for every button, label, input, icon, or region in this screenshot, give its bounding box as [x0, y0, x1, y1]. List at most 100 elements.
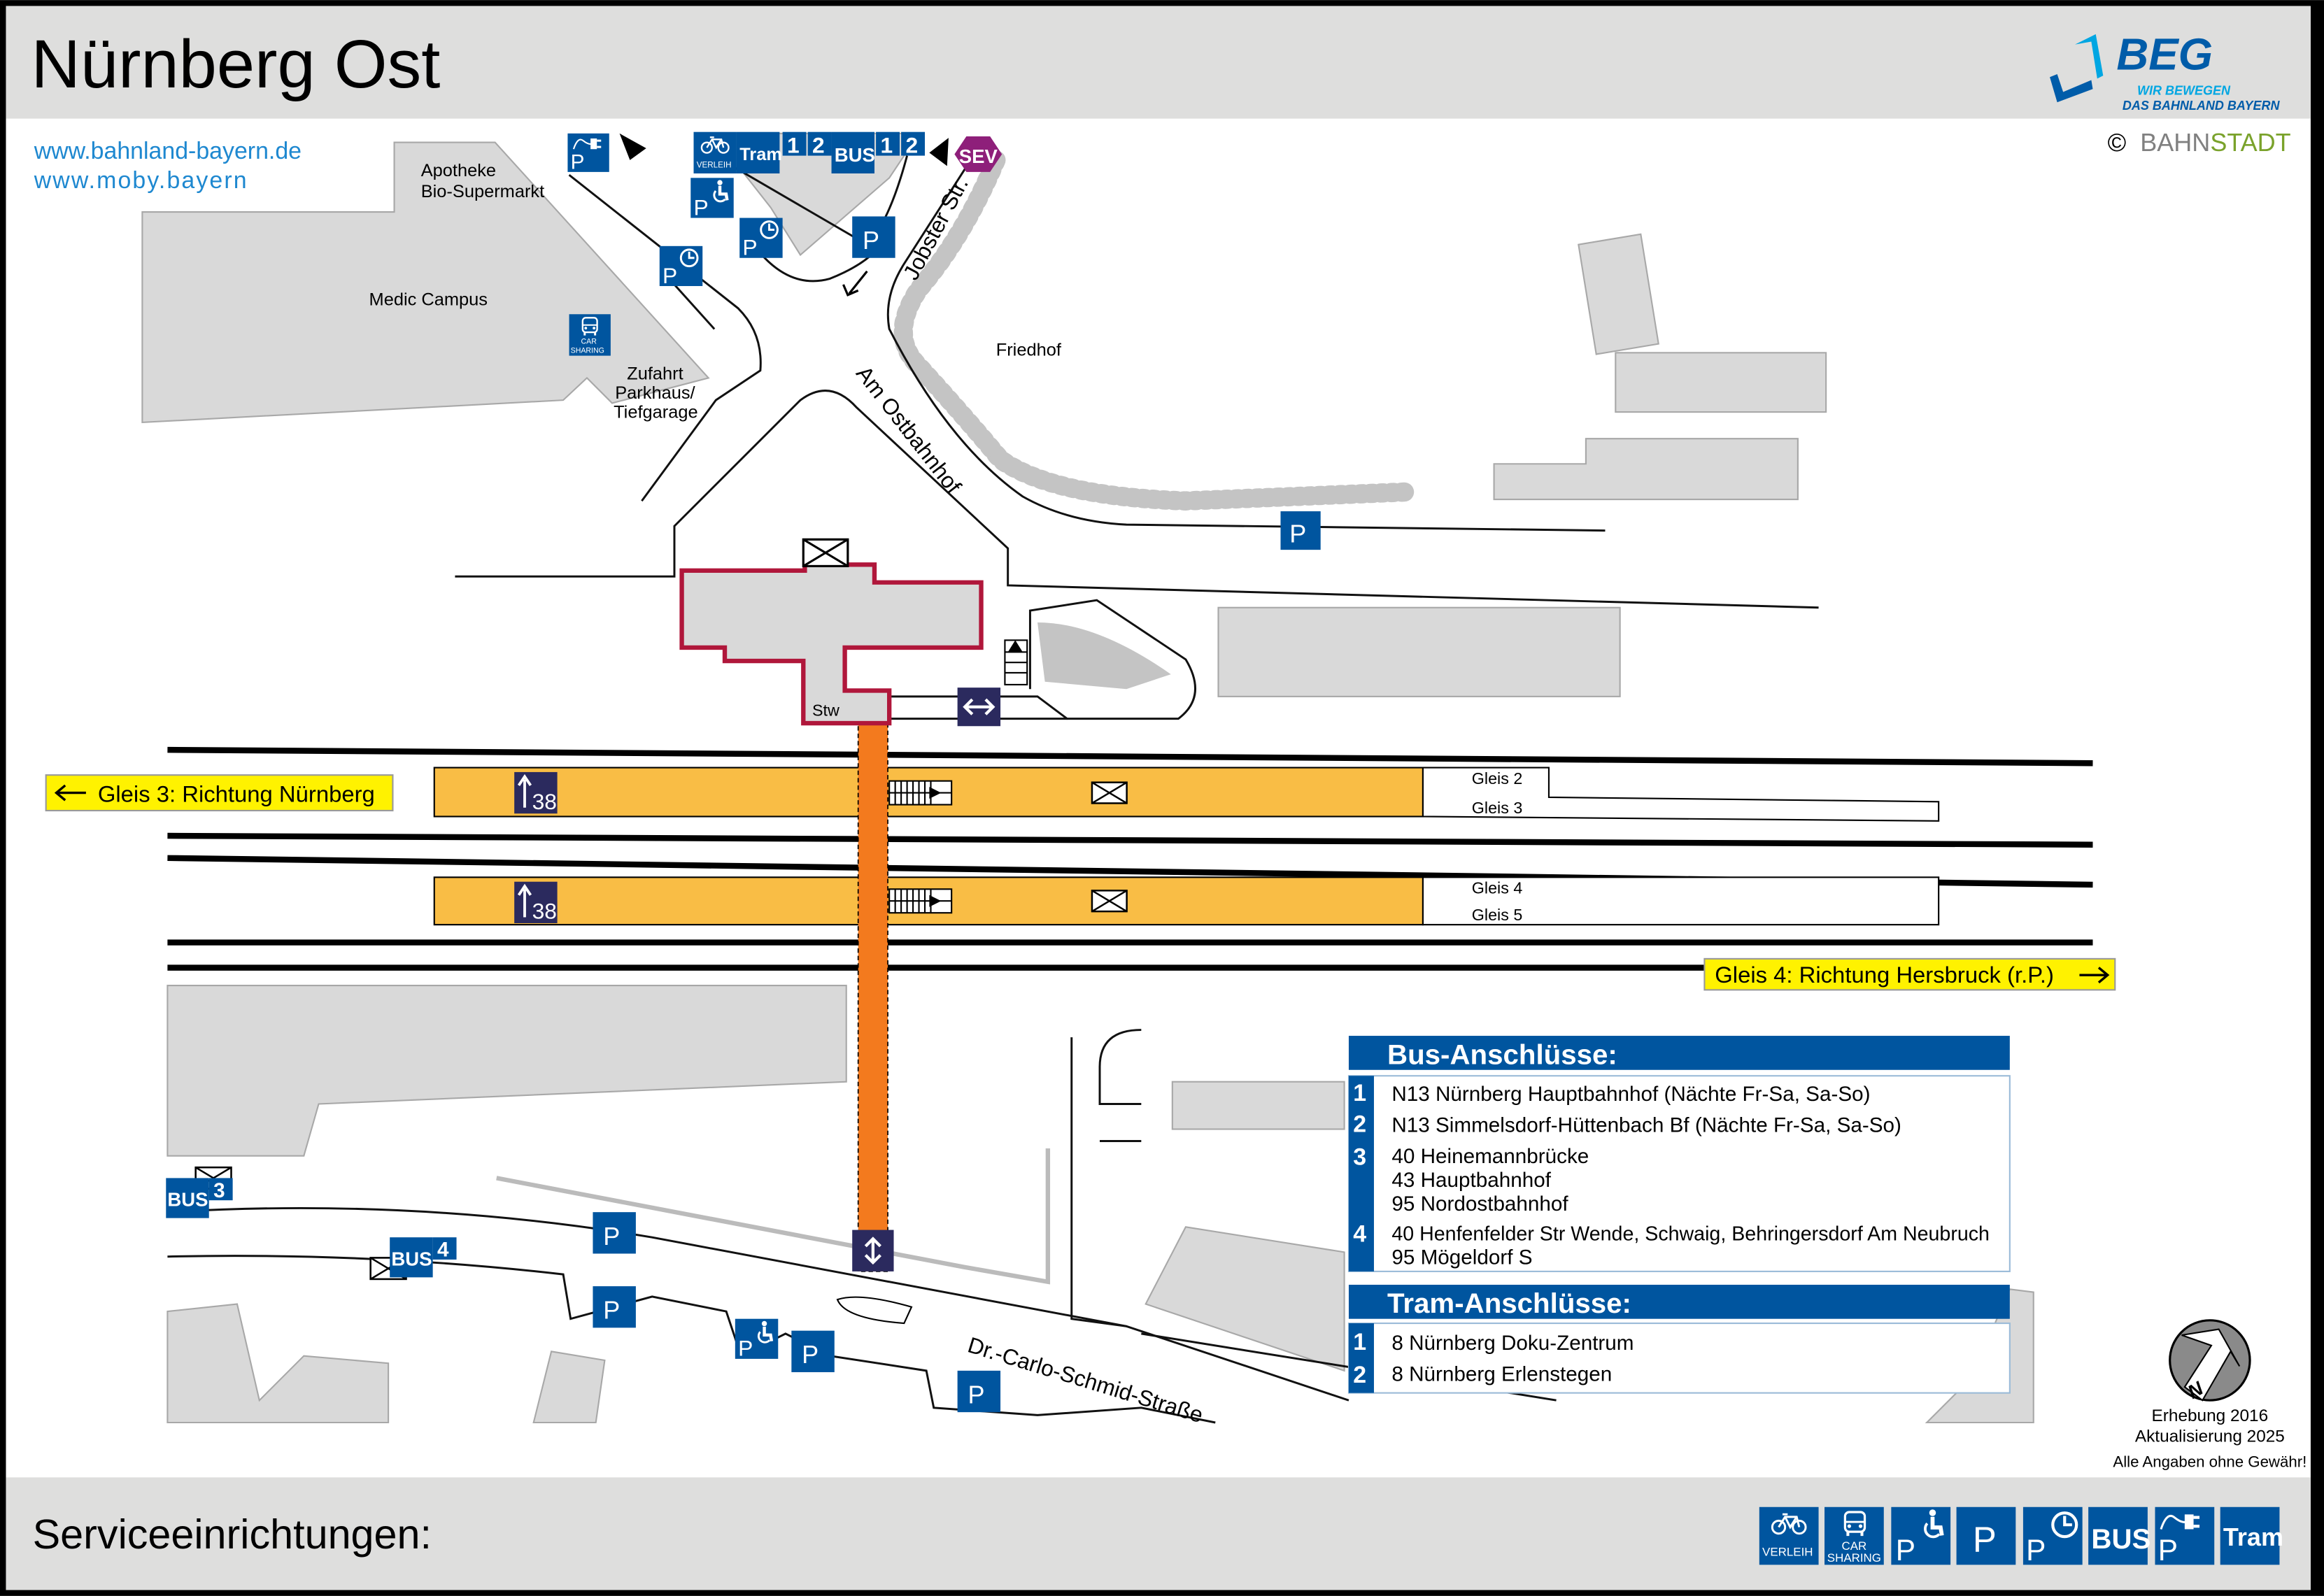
- building-ne-3: [1493, 438, 1799, 501]
- bus-stop-number: 2: [1353, 1111, 1366, 1138]
- building-south-east-1: [1171, 1081, 1345, 1130]
- sign-text: P: [571, 151, 585, 174]
- bus-connections-panel: Bus-Anschlüsse: 1 N13 Nürnberg Hauptbahn…: [1347, 1036, 2011, 1272]
- building-south-1: [166, 1303, 390, 1424]
- sign-text: 2: [812, 132, 825, 157]
- disabled-parking-sign[interactable]: P: [690, 178, 734, 220]
- ticket-machine-icon: [1091, 890, 1128, 913]
- icon-label: SHARING: [1827, 1551, 1881, 1565]
- parking-sign[interactable]: P: [593, 1212, 636, 1254]
- bike-rental-sign[interactable]: VERLEIH: [693, 131, 737, 174]
- label-parkhaus: Parkhaus/: [615, 383, 695, 403]
- parking-sign[interactable]: P: [791, 1330, 835, 1372]
- bus-line: 95 Mögeldorf S: [1391, 1246, 1532, 1269]
- disabled-parking-sign[interactable]: P: [735, 1318, 779, 1361]
- tram-icon[interactable]: Tram: [2220, 1506, 2283, 1565]
- arrow-icon: [842, 270, 868, 297]
- railway-tracks: [167, 746, 2093, 971]
- tram-line: 8 Nürnberg Doku-Zentrum: [1391, 1332, 1634, 1355]
- link-moby[interactable]: www.moby.bayern: [34, 167, 248, 194]
- sign-text: 3: [213, 1179, 225, 1202]
- tram-stop-1-sign[interactable]: 1: [782, 131, 807, 158]
- label-bio-supermarkt: Bio-Supermarkt: [421, 182, 544, 201]
- green-island: [1037, 622, 1171, 690]
- parking-sign[interactable]: P: [852, 216, 895, 258]
- sign-text: P: [663, 263, 677, 288]
- direction-nuernberg: Gleis 3: Richtung Nürnberg: [45, 774, 394, 812]
- label-tiefgarage: Tiefgarage: [614, 403, 698, 422]
- survey-year: Erhebung 2016: [2152, 1406, 2269, 1425]
- station-building: [679, 562, 984, 726]
- ev-charging-parking-sign[interactable]: P: [567, 133, 609, 174]
- footer-title: Serviceeinrichtungen:: [33, 1511, 432, 1558]
- bike-rental-icon[interactable]: VERLEIH: [1759, 1506, 1819, 1565]
- tram-stop-2-sign[interactable]: 2: [807, 131, 832, 158]
- bus-stop-number: 1: [1353, 1080, 1366, 1106]
- beg-tagline-2: DAS BAHNLAND BAYERN: [2123, 99, 2281, 113]
- short-term-parking-sign[interactable]: P: [739, 218, 783, 260]
- sign-text: P: [1289, 520, 1306, 548]
- sign-text: 4: [437, 1239, 449, 1262]
- sign-text: P: [694, 194, 709, 220]
- building-south-west: [166, 984, 847, 1157]
- update-year: Aktualisierung 2025: [2135, 1427, 2285, 1446]
- bus-stop-2-sign[interactable]: 2: [901, 131, 926, 158]
- stairs-icon: [888, 888, 953, 914]
- access-horizontal-icon: [957, 687, 1001, 727]
- building-ne-2: [1615, 352, 1827, 413]
- bus-line: N13 Nürnberg Hauptbahnhof (Nächte Fr-Sa,…: [1391, 1083, 1870, 1106]
- label-friedhof: Friedhof: [996, 341, 1062, 360]
- sign-text: P: [738, 1336, 753, 1361]
- disabled-parking-icon[interactable]: P: [1891, 1506, 1951, 1567]
- icon-label: P: [1896, 1534, 1915, 1567]
- icon-label: P: [2026, 1534, 2046, 1567]
- label-gleis-4: Gleis 4: [1472, 879, 1523, 897]
- traffic-island: [836, 1296, 913, 1325]
- short-term-parking-icon[interactable]: P: [2022, 1506, 2083, 1567]
- header-bar: [6, 6, 2311, 119]
- sign-text: 1: [880, 132, 893, 157]
- sev-sign[interactable]: SEV: [954, 136, 1002, 172]
- bus-icon[interactable]: BUS: [2088, 1506, 2151, 1565]
- tram-sign[interactable]: Tram: [736, 131, 782, 174]
- label-medic-campus: Medic Campus: [369, 290, 488, 310]
- bus-stop-1-sign[interactable]: 1: [876, 131, 900, 158]
- link-bahnland[interactable]: www.bahnland-bayern.de: [34, 138, 302, 164]
- bahnstadt-text: BAHNSTADT: [2140, 128, 2290, 157]
- parking-sign[interactable]: P: [957, 1370, 1001, 1413]
- building-south-2: [532, 1351, 606, 1424]
- bus-stop-number: 3: [1353, 1143, 1366, 1170]
- sign-text: BUS: [835, 144, 875, 166]
- section-number: 38: [532, 789, 557, 814]
- fence: [496, 1148, 1051, 1285]
- building-south-east-2: [1145, 1226, 1345, 1372]
- bus-sign[interactable]: BUS: [831, 131, 875, 174]
- sign-text: SEV: [959, 145, 998, 167]
- building-east: [1217, 606, 1621, 697]
- tram-connections-title: Tram-Anschlüsse:: [1387, 1288, 1631, 1319]
- icon-label: VERLEIH: [1762, 1546, 1813, 1559]
- tram-line: 8 Nürnberg Erlenstegen: [1391, 1363, 1612, 1386]
- parking-sign[interactable]: P: [593, 1286, 636, 1328]
- direction-east-label: Gleis 4: Richtung Hersbruck (r.P.): [1715, 962, 2054, 988]
- bus-connections-title: Bus-Anschlüsse:: [1387, 1039, 1617, 1070]
- sign-text: BUS: [167, 1189, 208, 1211]
- bus-line: 40 Henfenfelder Str Wende, Schwaig, Behr…: [1391, 1223, 1990, 1245]
- building-medic-campus: [141, 141, 710, 424]
- page-title: Nürnberg Ost: [31, 26, 440, 102]
- short-term-parking-sign[interactable]: P: [659, 245, 703, 288]
- parking-sign[interactable]: P: [1280, 511, 1321, 550]
- ev-charging-parking-icon[interactable]: P: [2155, 1506, 2215, 1567]
- sign-text: 2: [905, 132, 918, 157]
- sign-text: P: [863, 226, 879, 255]
- copyright-symbol: ©: [2108, 128, 2127, 157]
- disclaimer: Alle Angaben ohne Gewähr!: [2113, 1453, 2307, 1471]
- parking-icon[interactable]: P: [1956, 1506, 2016, 1565]
- label-apotheke: Apotheke: [421, 161, 496, 180]
